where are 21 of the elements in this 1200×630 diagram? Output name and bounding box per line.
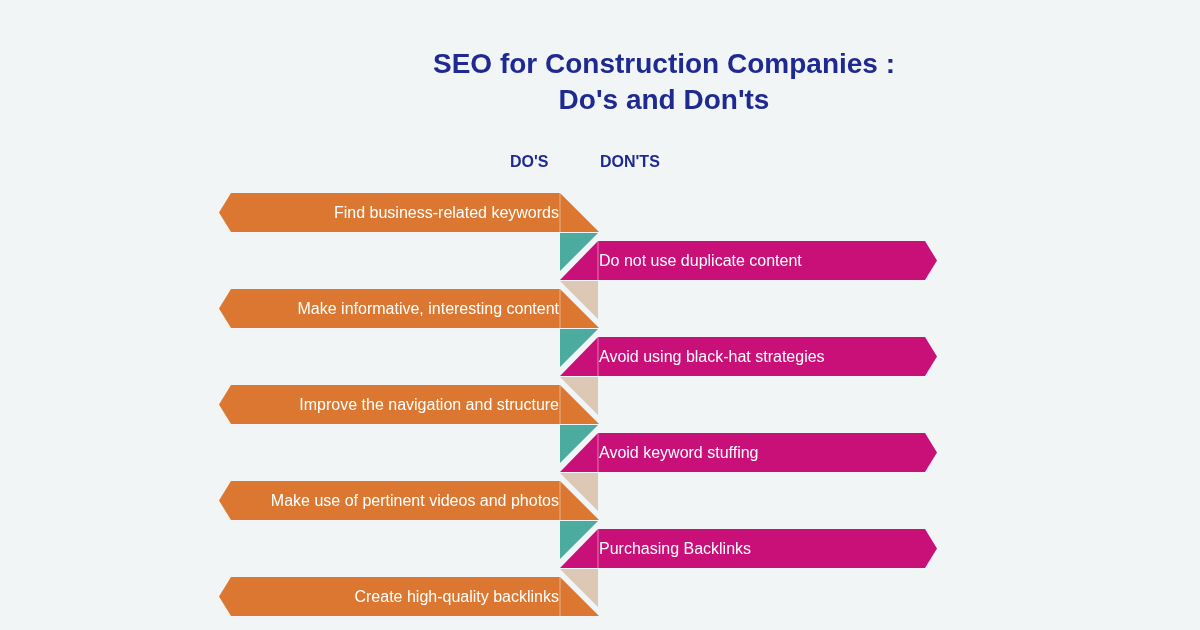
banner-text: Do not use duplicate content: [599, 251, 802, 270]
arrow-banner: [560, 337, 937, 376]
arrow-banner: [219, 481, 599, 520]
banner-text: Avoid keyword stuffing: [599, 443, 759, 462]
banner-text: Find business-related keywords: [334, 203, 559, 222]
arrow-banner: [560, 433, 937, 472]
arrow-banner: [219, 577, 599, 616]
column-heading: DO'S: [510, 152, 549, 172]
title: SEO for Construction Companies : Do's and Don'ts: [432, 47, 896, 117]
banner-text: Create high-quality backlinks: [354, 587, 559, 606]
banner-text: Improve the navigation and structure: [299, 395, 559, 414]
banner-text: Avoid using black-hat strategies: [599, 347, 825, 366]
column-heading: DON'TS: [600, 152, 660, 172]
arrow-banner: [219, 289, 599, 328]
banner-text: Make informative, interesting content: [297, 299, 559, 318]
arrow-banner: [560, 529, 937, 568]
arrow-banner: [560, 241, 937, 280]
arrow-banner: [219, 385, 599, 424]
banner-text: Make use of pertinent videos and photos: [270, 491, 559, 510]
banner-text: Purchasing Backlinks: [599, 539, 752, 558]
arrow-banner: [219, 193, 599, 232]
